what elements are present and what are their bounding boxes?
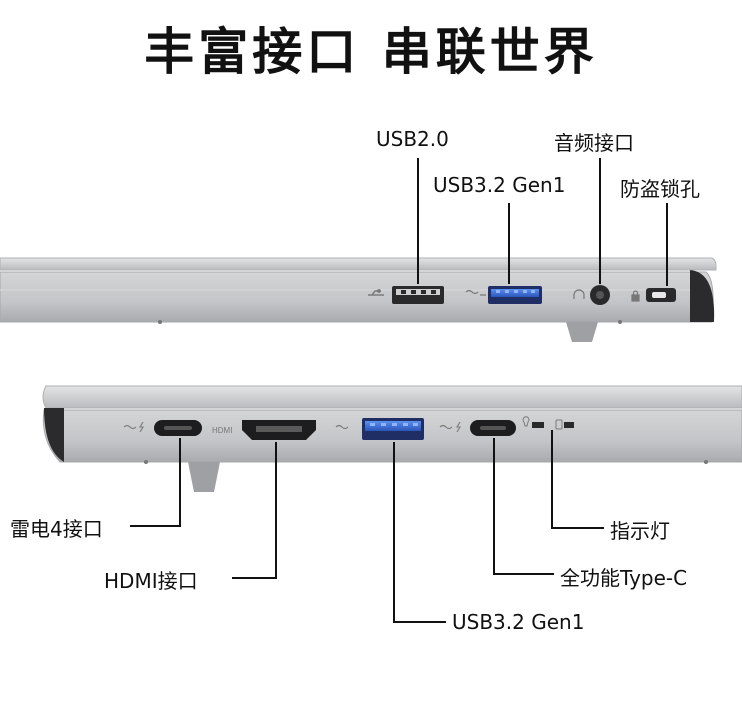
label-hdmi: HDMI接口: [104, 569, 198, 593]
ss-usb-symbol-icon-left: [335, 424, 349, 430]
lock-slot-port: [646, 288, 676, 302]
label-indicator: 指示灯: [610, 519, 670, 543]
usb32-port-left: [362, 418, 424, 440]
label-typec: 全功能Type-C: [560, 566, 688, 590]
usb32-port-right: [488, 286, 542, 304]
headphone-icon: [573, 289, 585, 299]
bottom-leader-lines: [130, 430, 604, 623]
usb2-port: [392, 286, 444, 304]
ss-usb-symbol-icon: [465, 289, 486, 296]
page-title: 丰富接口 串联世界: [144, 23, 598, 81]
usb-symbol-icon: [368, 289, 384, 296]
label-lock-slot: 防盗锁孔: [620, 177, 700, 201]
label-thunderbolt: 雷电4接口: [10, 517, 103, 541]
label-usb32-bottom: USB3.2 Gen1: [452, 610, 585, 634]
thunderbolt-symbol-icon: [123, 421, 144, 433]
typec-symbol-icon: [439, 421, 461, 433]
typec-port: [470, 420, 516, 436]
thunderbolt-port: [154, 420, 202, 436]
label-audio-jack: 音频接口: [554, 131, 634, 155]
indicator-lights: [522, 416, 574, 430]
hdmi-port: [242, 420, 316, 440]
audio-jack-port: [590, 285, 610, 305]
lock-icon: [631, 290, 640, 302]
label-usb32-top: USB3.2 Gen1: [433, 173, 566, 197]
top-leader-lines: [417, 158, 668, 286]
label-usb20: USB2.0: [376, 127, 449, 151]
laptop-right-side: [0, 257, 717, 342]
hdmi-port-mark: HDMI: [212, 426, 232, 435]
